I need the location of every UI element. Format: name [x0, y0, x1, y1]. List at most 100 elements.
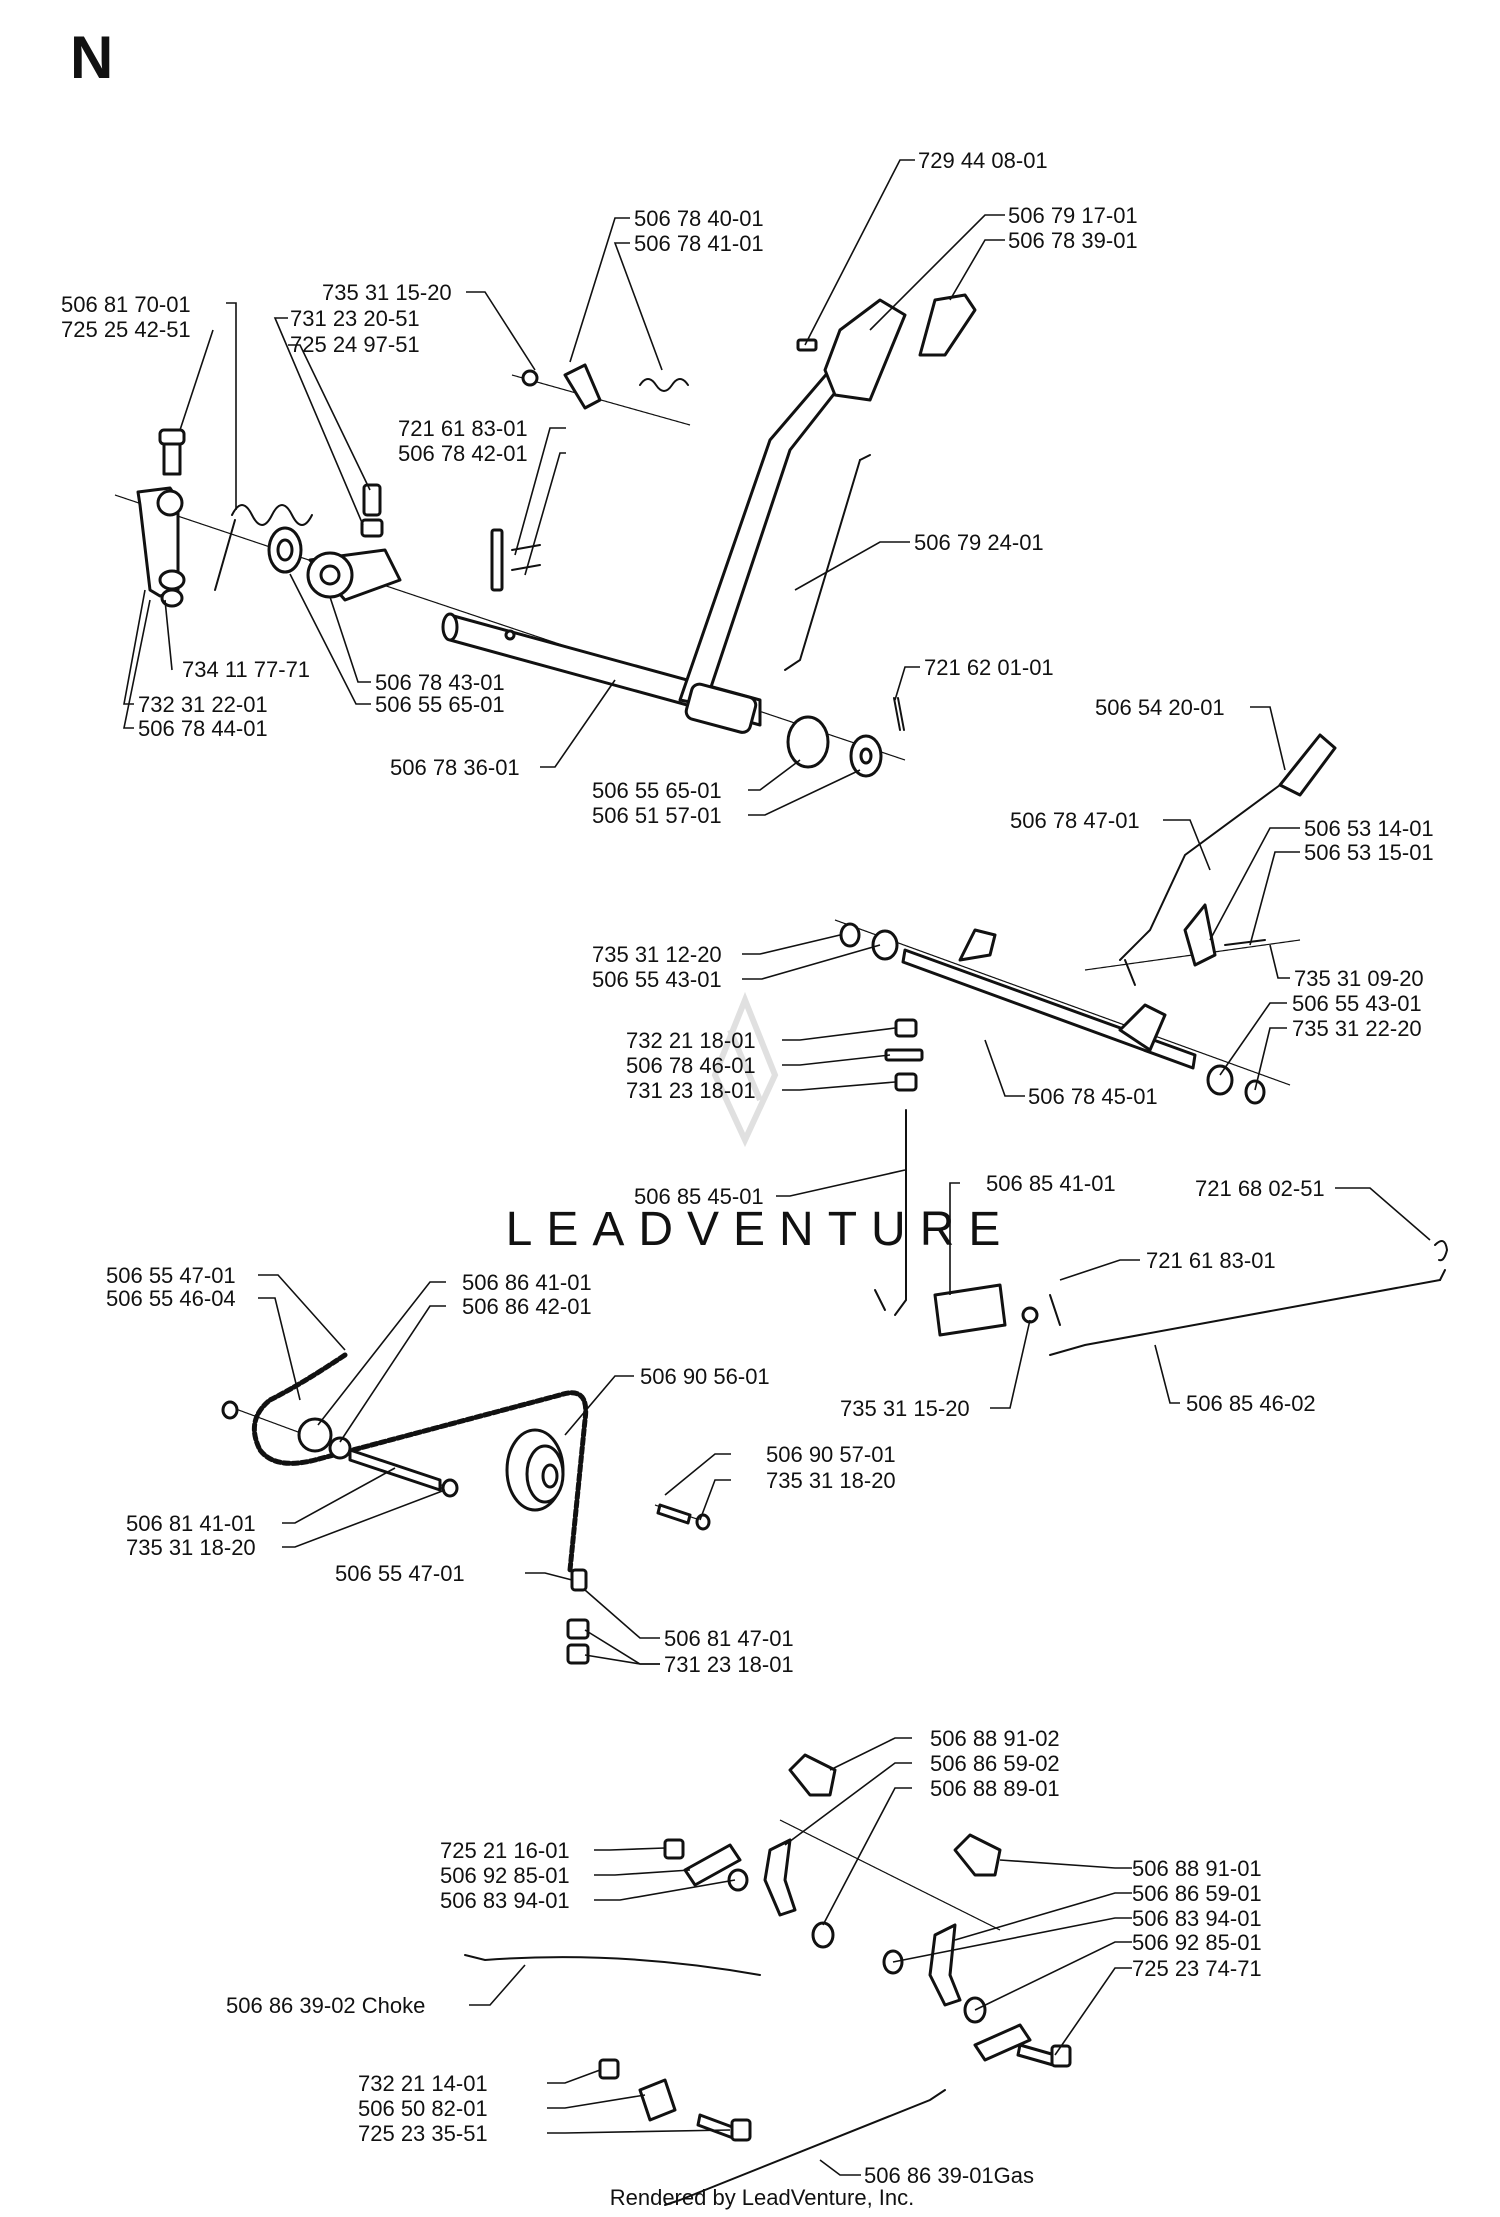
- gas-cable: [679, 2089, 946, 2201]
- hand-lever: [1119, 784, 1281, 961]
- label-721-68-02-51: 721 68 02-51: [1195, 1176, 1325, 1201]
- throttle-lever: [928, 1923, 962, 2007]
- vertical-rod: [894, 1109, 907, 1316]
- label-506-85-41-01: 506 85 41-01: [986, 1171, 1116, 1196]
- label-choke-cable: 506 86 39-02 Choke: [226, 1993, 425, 2018]
- label-506-78-43-01: 506 78 43-01: [375, 670, 505, 695]
- label-506-78-42-01: 506 78 42-01: [398, 441, 528, 466]
- torsion-spring: [231, 504, 313, 526]
- label-721-61-83-01-b: 721 61 83-01: [1146, 1248, 1276, 1273]
- choke-knob: [788, 1753, 837, 1797]
- label-506-83-94-01-a: 506 83 94-01: [440, 1888, 570, 1913]
- label-734-11-77-71: 734 11 77-71: [182, 657, 310, 682]
- cotter-pin: [893, 697, 905, 731]
- label-506-78-36-01: 506 78 36-01: [390, 755, 520, 780]
- part-number-labels: 729 44 08-01 506 79 17-01 506 78 39-01 5…: [61, 148, 1434, 2188]
- sprocket: [297, 1417, 333, 1453]
- label-735-31-15-20: 735 31 15-20: [322, 280, 452, 305]
- label-735-31-18-20-a: 735 31 18-20: [766, 1468, 896, 1493]
- label-725-23-35-51: 725 23 35-51: [358, 2121, 488, 2146]
- label-506-55-47-01-a: 506 55 47-01: [106, 1263, 236, 1288]
- label-725-21-16-01: 725 21 16-01: [440, 1838, 570, 1863]
- label-735-31-18-20-b: 735 31 18-20: [126, 1535, 256, 1560]
- label-506-78-41-01: 506 78 41-01: [634, 231, 764, 256]
- section-letter: N: [70, 24, 113, 91]
- pedal-shaft-assembly: [114, 293, 977, 778]
- label-735-31-22-20: 735 31 22-20: [1292, 1016, 1422, 1041]
- label-729-44-08-01: 729 44 08-01: [918, 148, 1048, 173]
- cross-shaft: [901, 948, 1197, 1070]
- lever-knob: [1278, 733, 1337, 797]
- watermark-text: LEADVENTURE: [506, 1203, 1015, 1256]
- chain-drive-assembly: [221, 1352, 711, 1665]
- label-506-83-94-01-b: 506 83 94-01: [1132, 1906, 1262, 1931]
- label-721-61-83-01: 721 61 83-01: [398, 416, 528, 441]
- pedal-grip: [823, 298, 907, 402]
- label-732-21-14-01: 732 21 14-01: [358, 2071, 488, 2096]
- label-735-31-15-20-b: 735 31 15-20: [840, 1396, 970, 1421]
- label-735-31-12-20: 735 31 12-20: [592, 942, 722, 967]
- label-725-23-74-71: 725 23 74-71: [1132, 1956, 1262, 1981]
- pedal-pad: [918, 293, 977, 357]
- label-506-78-47-01: 506 78 47-01: [1010, 808, 1140, 833]
- label-732-21-18-01: 732 21 18-01: [626, 1028, 756, 1053]
- label-732-31-22-01: 732 31 22-01: [138, 692, 268, 717]
- label-506-88-91-01: 506 88 91-01: [1132, 1856, 1262, 1881]
- long-rod: [1049, 1279, 1441, 1356]
- label-506-50-82-01: 506 50 82-01: [358, 2096, 488, 2121]
- pedal-lever-tube: [678, 368, 847, 707]
- footer-credit: Rendered by LeadVenture, Inc.: [610, 2185, 915, 2210]
- label-506-51-57-01: 506 51 57-01: [592, 803, 722, 828]
- label-506-78-46-01: 506 78 46-01: [626, 1053, 756, 1078]
- label-506-88-89-01: 506 88 89-01: [930, 1776, 1060, 1801]
- label-506-55-47-01-b: 506 55 47-01: [335, 1561, 465, 1586]
- watermark-logo: [711, 991, 779, 1148]
- label-506-86-59-01: 506 86 59-01: [1132, 1881, 1262, 1906]
- label-506-78-45-01: 506 78 45-01: [1028, 1084, 1158, 1109]
- label-506-55-65-01-b: 506 55 65-01: [592, 778, 722, 803]
- label-506-88-91-02: 506 88 91-02: [930, 1726, 1060, 1751]
- label-506-92-85-01-a: 506 92 85-01: [440, 1863, 570, 1888]
- label-731-23-18-01-b: 731 23 18-01: [664, 1652, 794, 1677]
- label-506-85-45-01: 506 85 45-01: [634, 1184, 764, 1209]
- label-506-90-57-01: 506 90 57-01: [766, 1442, 896, 1467]
- choke-cable: [464, 1954, 761, 1976]
- label-506-53-14-01: 506 53 14-01: [1304, 816, 1434, 841]
- label-506-85-46-02: 506 85 46-02: [1186, 1391, 1316, 1416]
- label-506-86-59-02: 506 86 59-02: [930, 1751, 1060, 1776]
- choke-lever: [763, 1838, 797, 1917]
- label-725-25-42-51: 725 25 42-51: [61, 317, 191, 342]
- label-506-78-39-01: 506 78 39-01: [1008, 228, 1138, 253]
- label-506-81-41-01: 506 81 41-01: [126, 1511, 256, 1536]
- label-506-79-17-01: 506 79 17-01: [1008, 203, 1138, 228]
- throttle-choke-assembly: [464, 1753, 1072, 2206]
- label-731-23-18-01-a: 731 23 18-01: [626, 1078, 756, 1103]
- leader-lines: [123, 159, 1431, 2176]
- label-721-62-01-01: 721 62 01-01: [924, 655, 1054, 680]
- label-506-81-47-01: 506 81 47-01: [664, 1626, 794, 1651]
- label-506-55-65-01-a: 506 55 65-01: [375, 692, 505, 717]
- link-plate: [933, 1283, 1007, 1337]
- label-506-53-15-01: 506 53 15-01: [1304, 840, 1434, 865]
- label-506-90-56-01: 506 90 56-01: [640, 1364, 770, 1389]
- label-506-55-46-04: 506 55 46-04: [106, 1286, 236, 1311]
- label-506-54-20-01: 506 54 20-01: [1095, 695, 1225, 720]
- label-gas-cable: 506 86 39-01Gas: [864, 2163, 1034, 2188]
- label-731-23-20-51: 731 23 20-51: [290, 306, 420, 331]
- label-506-92-85-01-b: 506 92 85-01: [1132, 1930, 1262, 1955]
- label-506-79-24-01: 506 79 24-01: [914, 530, 1044, 555]
- label-735-31-09-20: 735 31 09-20: [1294, 966, 1424, 991]
- throttle-knob: [953, 1833, 1002, 1877]
- hand-lever-assembly: [834, 733, 1449, 1356]
- label-506-55-43-01-a: 506 55 43-01: [592, 967, 722, 992]
- label-725-24-97-51: 725 24 97-51: [290, 332, 420, 357]
- label-506-78-40-01: 506 78 40-01: [634, 206, 764, 231]
- label-506-55-43-01-b: 506 55 43-01: [1292, 991, 1422, 1016]
- label-506-78-44-01: 506 78 44-01: [138, 716, 268, 741]
- bushing-right: [786, 715, 830, 769]
- small-lever: [563, 363, 602, 410]
- label-506-86-41-01: 506 86 41-01: [462, 1270, 592, 1295]
- label-506-86-42-01: 506 86 42-01: [462, 1294, 592, 1319]
